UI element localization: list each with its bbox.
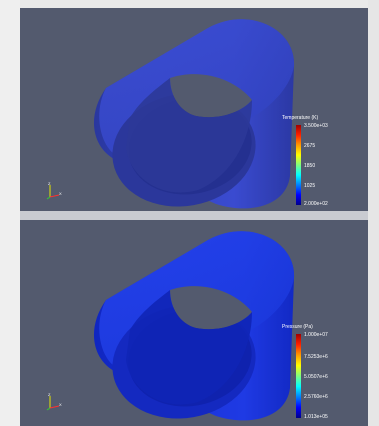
legend-color-bar	[296, 125, 301, 205]
axis-x-label: X	[59, 402, 62, 407]
legend-title: Temperature (K)	[282, 115, 319, 121]
legend-tick-min: 1.013e+05	[304, 414, 328, 420]
legend-tick: 2675	[304, 143, 316, 149]
cylinder-inner-shading	[126, 78, 252, 193]
axis-z-label: Z	[48, 392, 51, 397]
legend-tick: 5.0507e+6	[304, 374, 328, 380]
legend-tick: 7.5253e+6	[304, 354, 328, 360]
render-view-pressure[interactable]: Z X Pressure (Pa) 1.000e+07 7.5253e+6 5.…	[20, 220, 368, 426]
view-splitter[interactable]	[20, 211, 368, 220]
cylinder-inner-shading	[126, 290, 252, 405]
legend-tick: 1850	[304, 163, 316, 169]
render-view-temperature[interactable]: Z X Temperature (K) 3.500e+03 2675 1850 …	[20, 8, 368, 211]
cylinder-render-pressure	[93, 231, 295, 421]
color-legend-pressure: Pressure (Pa) 1.000e+07 7.5253e+6 5.0507…	[282, 324, 356, 420]
legend-tick-min: 2.000e+02	[304, 201, 328, 207]
cylinder-through-hole	[170, 286, 252, 330]
color-legend-temperature: Temperature (K) 3.500e+03 2675 1850 1025…	[282, 115, 356, 207]
legend-color-bar	[296, 334, 301, 418]
legend-tick-max: 3.500e+03	[304, 123, 328, 129]
legend-tick-max: 1.000e+07	[304, 332, 328, 338]
cylinder-render-temperature	[93, 19, 295, 209]
orientation-axes-pressure: Z X	[46, 392, 62, 411]
right-margin	[368, 0, 379, 426]
axis-z-label: Z	[48, 181, 51, 186]
axis-x-label: X	[59, 191, 62, 196]
cylinder-through-hole	[170, 74, 252, 118]
left-margin	[0, 0, 20, 426]
legend-tick: 1025	[304, 183, 316, 189]
legend-tick: 2.5760e+6	[304, 394, 328, 400]
legend-title: Pressure (Pa)	[282, 324, 313, 330]
orientation-axes-temperature: Z X	[46, 181, 62, 200]
